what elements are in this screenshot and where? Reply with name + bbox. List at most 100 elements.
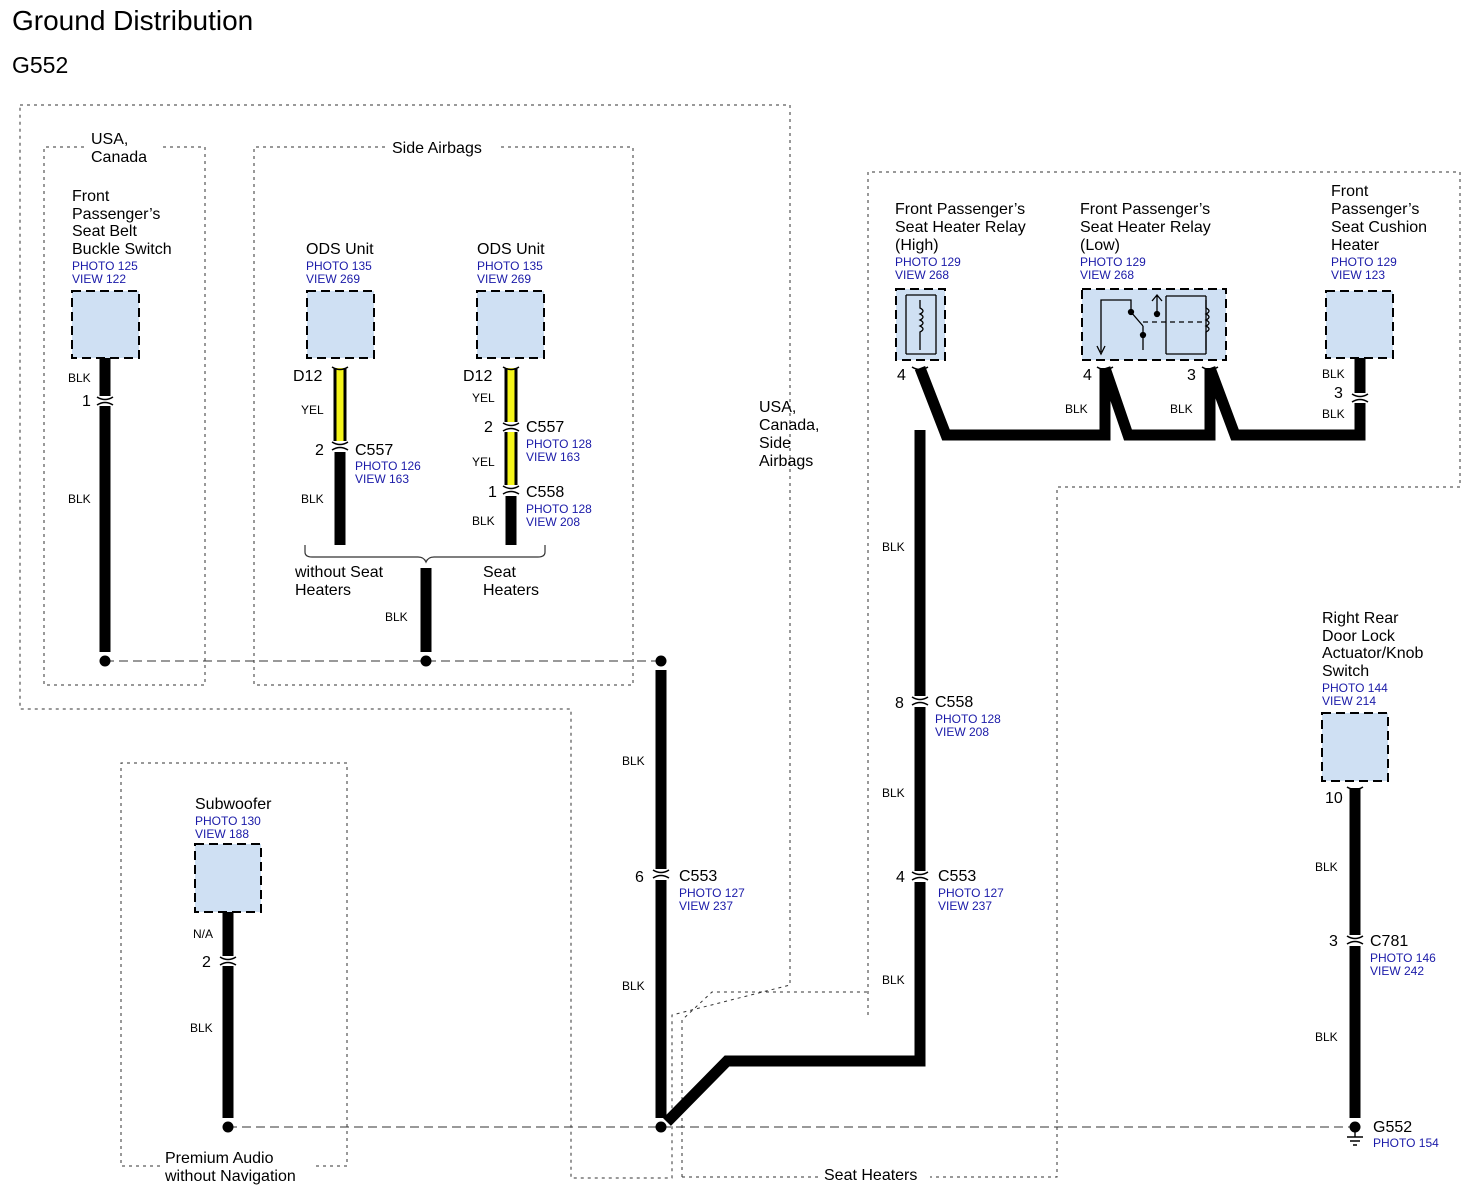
wirecolor-heater-lower: BLK (882, 973, 905, 987)
c781-photo: PHOTO 146 (1370, 951, 1436, 965)
c558-right-name: C558 (526, 484, 564, 501)
group-box-usa-canada-side-airbags (19, 104, 791, 1179)
splice-ods (420, 655, 432, 667)
branch-brace (304, 545, 546, 564)
group-label-usa-canada-side-airbags: USA, Canada, Side Airbags (759, 399, 824, 470)
connector-symbols (96, 366, 1369, 966)
group-label-seat-heaters: Seat Heaters (824, 1167, 917, 1184)
wirecolor-buckle-upper: BLK (68, 371, 91, 385)
pin-c553-relay: 4 (896, 869, 905, 886)
ods-unit-2-name: ODS Unit (477, 241, 545, 258)
buckle-switch-component (71, 290, 140, 359)
splice-g552 (1349, 1121, 1361, 1133)
door-lock-name: Right Rear Door Lock Actuator/Knob Switc… (1322, 610, 1428, 680)
conn-symbol-c781 (1346, 935, 1364, 945)
relay-low-switch-icon (1096, 293, 1210, 356)
splice-dots (99, 655, 1361, 1133)
c557-right-view: VIEW 163 (526, 450, 580, 464)
pin-c558-right: 1 (488, 484, 497, 501)
wirecolor-buckle-lower: BLK (68, 492, 91, 506)
pin-c558-relay: 8 (895, 695, 904, 712)
pin-subwoofer: 2 (202, 954, 211, 971)
c557-left-photo: PHOTO 126 (355, 459, 421, 473)
conn-symbol-c553-relay (911, 871, 929, 881)
ods-unit-1-component (306, 290, 375, 359)
relay-low-photo: PHOTO 129 (1080, 255, 1146, 269)
conn-symbol-c557-right (502, 422, 520, 432)
door-lock-photo: PHOTO 144 (1322, 681, 1388, 695)
subwoofer-name: Subwoofer (195, 796, 272, 813)
wirecolor-ods1-yel: YEL (301, 403, 324, 417)
wirecolor-ods2-yel2: YEL (472, 455, 495, 469)
buckle-switch-view: VIEW 122 (72, 272, 126, 286)
conn-symbol-buckle (96, 396, 114, 406)
g552-name: G552 (1373, 1119, 1412, 1136)
relay-low-name: Front Passenger’s Seat Heater Relay (Low… (1080, 201, 1215, 254)
c553-center-photo: PHOTO 127 (679, 886, 745, 900)
wirecolor-center-lower: BLK (622, 979, 645, 993)
c553-center-view: VIEW 237 (679, 899, 733, 913)
pin-relay-high: 4 (897, 367, 906, 384)
door-lock-view: VIEW 214 (1322, 694, 1376, 708)
c553-relay-photo: PHOTO 127 (938, 886, 1004, 900)
pin-c781: 3 (1329, 933, 1338, 950)
c558-relay-view: VIEW 208 (935, 725, 989, 739)
relay-high-view: VIEW 268 (895, 268, 949, 282)
conn-cap-relay-high (911, 366, 929, 371)
subwoofer-component (194, 843, 262, 913)
c557-right-name: C557 (526, 419, 564, 436)
buckle-switch-name: Front Passenger’s Seat Belt Buckle Switc… (72, 188, 172, 258)
group-box-premium-audio (120, 762, 348, 1167)
group-box-usa-canada (43, 146, 206, 686)
pin-buckle: 1 (82, 393, 91, 410)
conn-cap-relay-low-4 (1096, 366, 1114, 371)
buckle-switch-photo: PHOTO 125 (72, 259, 138, 273)
c558-right-photo: PHOTO 128 (526, 502, 592, 516)
door-lock-component (1321, 712, 1389, 782)
wirecolor-heater-mid: BLK (882, 786, 905, 800)
wirecolor-center-upper: BLK (622, 754, 645, 768)
c558-relay-photo: PHOTO 128 (935, 712, 1001, 726)
wirecolor-door-lock-upper: BLK (1315, 860, 1338, 874)
cushion-heater-view: VIEW 123 (1331, 268, 1385, 282)
relay-high-coil-icon (905, 294, 937, 355)
wire-to-cushion (1204, 366, 1366, 441)
c557-left-name: C557 (355, 442, 393, 459)
c557-left-view: VIEW 163 (355, 472, 409, 486)
wire-relay-high (914, 366, 1111, 441)
splice-center-bottom (655, 1121, 667, 1133)
conn-symbol-c553-center (652, 869, 670, 879)
group-box-seat-heaters-upper (867, 171, 1461, 1178)
relay-high-name: Front Passenger’s Seat Heater Relay (Hig… (895, 201, 1030, 254)
page-subtitle: G552 (12, 52, 68, 78)
group-label-usa-canada: USA, Canada (91, 131, 147, 166)
wire-relay-low (1099, 366, 1216, 441)
conn-cap-ods1 (331, 366, 349, 371)
conn-cap-ods2 (502, 366, 520, 371)
wirecolor-ods1-blk: BLK (301, 492, 324, 506)
c558-right-view: VIEW 208 (526, 515, 580, 529)
group-label-premium-audio: Premium Audio without Navigation (164, 1150, 296, 1185)
c781-view: VIEW 242 (1370, 964, 1424, 978)
wirecolor-heater-upper: BLK (882, 540, 905, 554)
c558-relay-name: C558 (935, 694, 973, 711)
pin-ods1-conn: D12 (293, 368, 322, 385)
group-label-side-airbags: Side Airbags (392, 140, 482, 157)
wirecolor-ods-merge: BLK (385, 610, 408, 624)
group-box-seat-heaters-lower (681, 991, 868, 1177)
wirecolor-ods2-yel1: YEL (472, 391, 495, 405)
pin-cushion: 3 (1334, 385, 1343, 402)
c553-center-name: C553 (679, 868, 717, 885)
pin-relay-low-a: 4 (1083, 367, 1092, 384)
page-title: Ground Distribution (12, 5, 253, 36)
ground-icon (1347, 1132, 1363, 1146)
subwoofer-photo: PHOTO 130 (195, 814, 261, 828)
conn-symbol-c558-relay (911, 696, 929, 706)
pin-door-lock: 10 (1325, 790, 1343, 807)
ods-unit-1-view: VIEW 269 (306, 272, 360, 286)
g552-photo: PHOTO 154 (1373, 1136, 1439, 1150)
c781-name: C781 (1370, 933, 1408, 950)
conn-cap-door-lock (1346, 786, 1364, 791)
